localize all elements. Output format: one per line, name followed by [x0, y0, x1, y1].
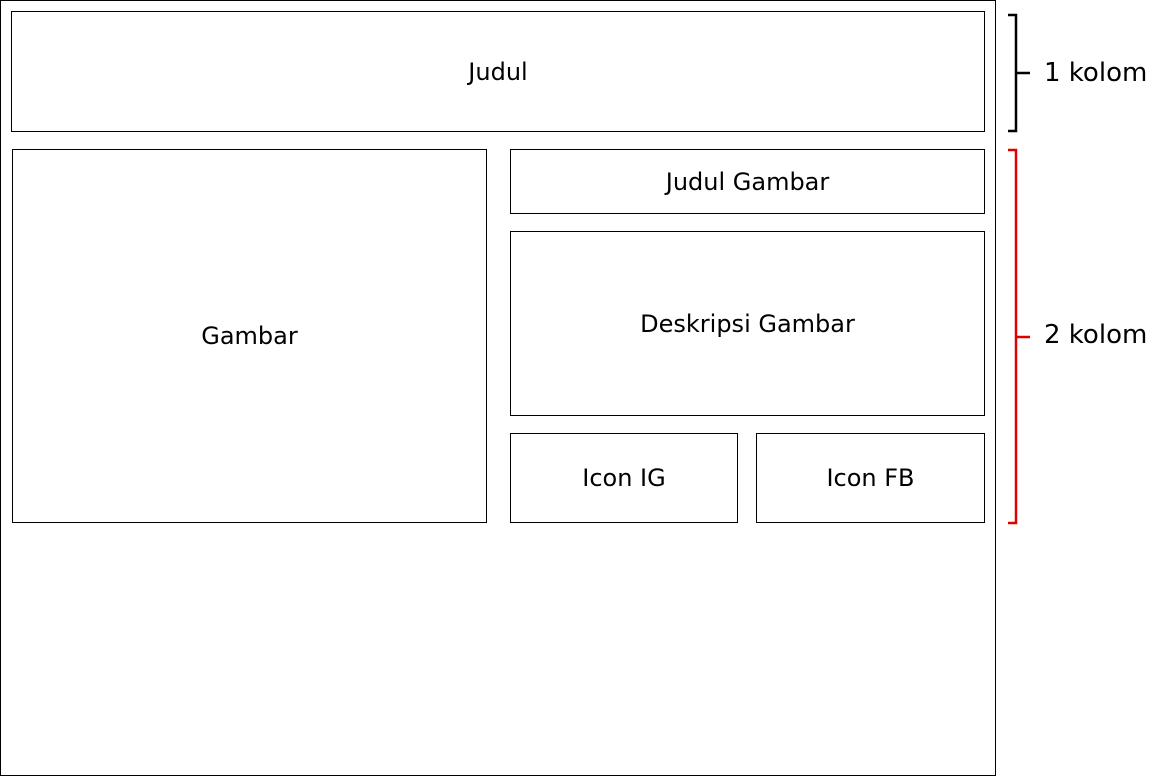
row1-bracket [1008, 13, 1030, 133]
row2-annotation-label: 2 kolom [1044, 320, 1148, 350]
judul-label: Judul [468, 57, 528, 86]
deskripsi-gambar-box: Deskripsi Gambar [510, 231, 985, 416]
icon-fb-label: Icon FB [826, 464, 915, 492]
icon-fb-box: Icon FB [756, 433, 985, 523]
page-frame [0, 0, 996, 776]
judul-box: Judul [11, 11, 985, 132]
judul-gambar-box: Judul Gambar [510, 149, 985, 214]
deskripsi-gambar-label: Deskripsi Gambar [640, 309, 855, 338]
row2-bracket [1008, 148, 1030, 525]
row1-annotation-label: 1 kolom [1044, 58, 1148, 88]
icon-ig-label: Icon IG [582, 464, 666, 492]
judul-gambar-label: Judul Gambar [665, 167, 830, 196]
icon-ig-box: Icon IG [510, 433, 738, 523]
gambar-box: Gambar [12, 149, 487, 523]
gambar-label: Gambar [201, 322, 298, 350]
